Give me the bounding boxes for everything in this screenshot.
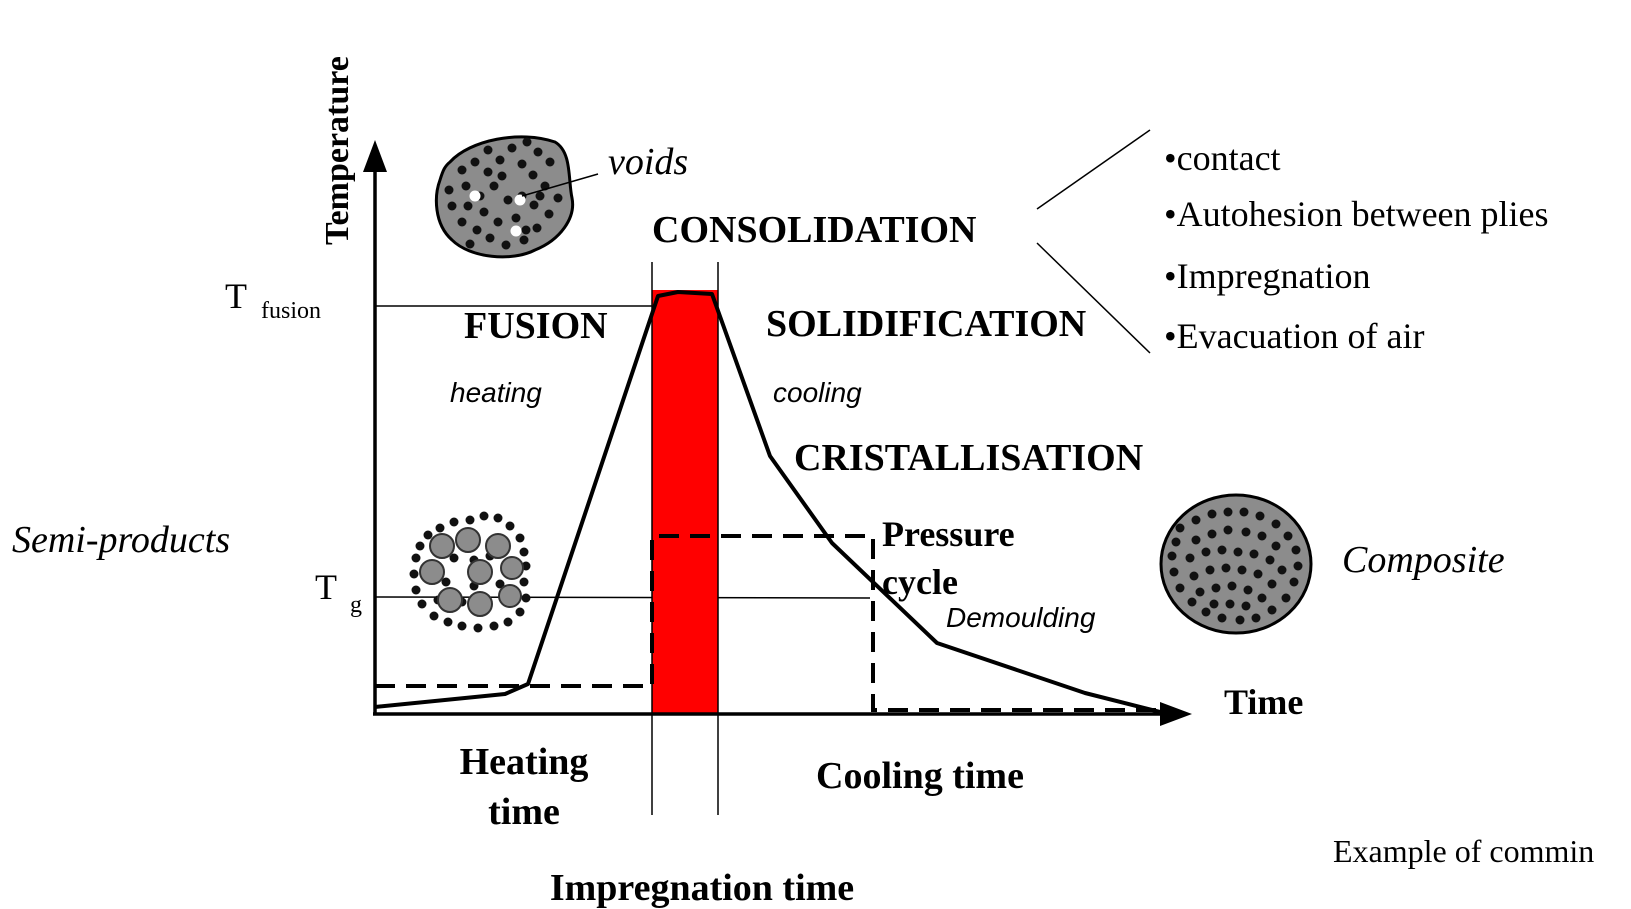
consolidation-item: •Impregnation: [1164, 256, 1371, 296]
demoulding-label: Demoulding: [946, 602, 1096, 633]
cooling-time-label: Cooling time: [816, 755, 1024, 797]
heating-time-label-line2: time: [488, 791, 560, 833]
fusion-label: FUSION: [464, 305, 608, 347]
semi-products-label: Semi-products: [12, 519, 230, 561]
x-axis-arrow: [1160, 702, 1192, 726]
consolidation-item: •Evacuation of air: [1164, 316, 1425, 356]
composite-icon: [1159, 493, 1313, 635]
bracket-upper-line: [1036, 129, 1151, 210]
t-fusion-subscript: fusion: [261, 298, 321, 324]
y-axis-label: Temperature: [319, 56, 356, 245]
consolidation-item: •Autohesion between plies: [1164, 194, 1549, 234]
pressure-cycle-label-line1: Pressure: [882, 514, 1015, 554]
cristallisation-label: CRISTALLISATION: [794, 437, 1143, 479]
impregnation-time-label: Impregnation time: [550, 867, 854, 909]
solidification-label: SOLIDIFICATION: [766, 303, 1086, 345]
impregnation-zone: [652, 290, 718, 714]
consolidation-item: •contact: [1164, 138, 1281, 178]
caption: Example of commin: [1333, 833, 1594, 869]
pressure-cycle-label-line2: cycle: [882, 562, 958, 602]
bracket-lower-line: [1036, 242, 1151, 354]
t-fusion-label: T: [225, 276, 247, 316]
heating-label: heating: [450, 377, 542, 408]
voids-icon: [434, 135, 599, 259]
voids-label: voids: [608, 141, 688, 183]
heating-time-label-line1: Heating: [460, 741, 589, 783]
x-axis-label: Time: [1224, 682, 1303, 722]
cooling-label: cooling: [773, 377, 862, 408]
t-g-subscript: g: [350, 592, 362, 618]
composite-label: Composite: [1342, 539, 1505, 581]
consolidation-label: CONSOLIDATION: [652, 209, 976, 251]
y-axis-arrow: [363, 140, 387, 172]
pressure-cycle-curve: [375, 534, 1160, 712]
t-g-label: T: [315, 567, 337, 607]
semi-products-icon: [409, 511, 531, 633]
temperature-curve: [374, 290, 1161, 714]
